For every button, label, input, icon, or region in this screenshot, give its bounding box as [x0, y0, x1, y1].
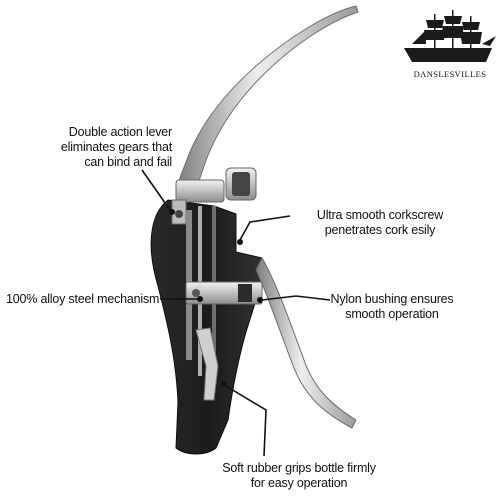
callout-line: for easy operation — [250, 476, 348, 490]
callout-rubber-grips: Soft rubber grips bottle firmly for easy… — [214, 461, 384, 491]
callout-line: 100% alloy steel mechanism — [6, 292, 160, 306]
callout-corkscrew: Ultra smooth corkscrew penetrates cork e… — [300, 208, 460, 238]
callout-line: penetrates cork esily — [324, 223, 436, 237]
callout-line: smooth operation — [345, 307, 439, 321]
rubber-body — [150, 199, 267, 455]
mechanism-head — [171, 167, 257, 225]
callout-line: eliminates gears that — [60, 140, 172, 154]
leader-dots — [169, 209, 263, 387]
callout-line: Nylon bushing ensures — [330, 292, 454, 306]
steel-strip — [195, 327, 219, 401]
brand-name: DANSLESVILLES — [413, 69, 487, 79]
leader-lines — [141, 169, 331, 457]
callout-line: Ultra smooth corkscrew — [316, 208, 444, 222]
callout-line: Soft rubber grips bottle firmly — [222, 461, 376, 475]
grip-arm — [255, 256, 357, 429]
lever-arm — [175, 5, 359, 191]
callout-nylon-bushing: Nylon bushing ensures smooth operation — [318, 292, 466, 322]
callout-line: can bind and fail — [84, 155, 172, 169]
sailing-ship-icon — [404, 10, 496, 62]
callout-double-action-lever: Double action lever eliminates gears tha… — [20, 125, 172, 170]
callout-alloy-steel: 100% alloy steel mechanism — [6, 292, 160, 307]
callout-line: Double action lever — [68, 125, 172, 139]
steel-clamp — [185, 281, 263, 305]
